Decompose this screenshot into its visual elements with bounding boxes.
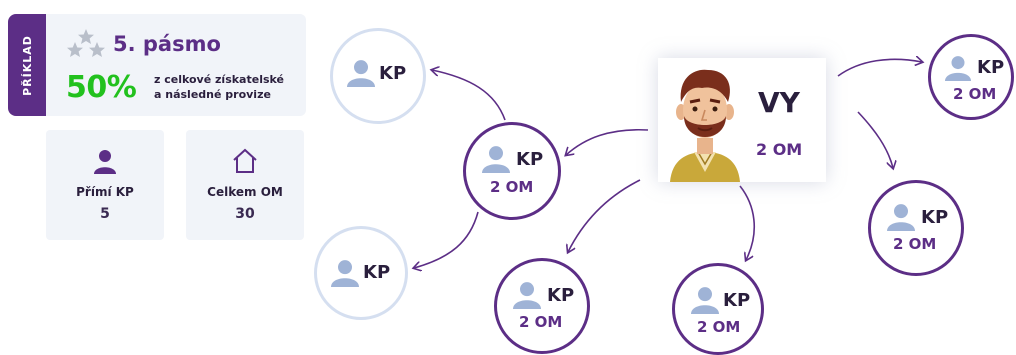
kp-label: KP (921, 207, 949, 228)
example-tab: PŘÍKLAD (8, 14, 46, 116)
house-icon (186, 148, 304, 174)
person-icon (347, 60, 375, 87)
you-om: 2 OM (756, 140, 803, 159)
you-label: VY (758, 86, 800, 119)
om-label: 2 OM (893, 235, 937, 253)
kp-node-passive: KP (330, 28, 426, 124)
commission-percent: 50% (66, 70, 137, 105)
arrow-kp1-to-topleft (432, 70, 506, 121)
kp-node-passive: KP (314, 226, 408, 320)
stat-label: Celkem OM (207, 185, 283, 199)
kp-label: KP (547, 285, 575, 306)
stat-label: Přímí KP (76, 185, 134, 199)
arrow-kp1-to-bottomleft (414, 211, 479, 268)
person-icon (331, 260, 359, 287)
person-icon (513, 282, 541, 309)
zone-title: 5. pásmo (113, 32, 221, 56)
kp-node-active: KP 2 OM (494, 258, 590, 354)
stat-card-total: Celkem OM 30 (186, 130, 304, 240)
kp-label: KP (379, 63, 407, 84)
person-icon (887, 204, 915, 231)
arrow-you-to-kp1 (566, 128, 649, 155)
om-label: 2 OM (697, 318, 741, 336)
arrow-you-to-kp3 (739, 185, 756, 260)
avatar (670, 69, 740, 182)
kp-label: KP (723, 290, 751, 311)
kp-label: KP (363, 262, 391, 283)
commission-text-line2: a následné provize (154, 88, 271, 101)
kp-node-active: KP 2 OM (463, 122, 561, 220)
commission-description: z celkové získatelské a následné provize (154, 72, 304, 102)
stat-value: 5 (100, 206, 110, 222)
kp-node-active: KP 2 OM (868, 180, 964, 276)
person-icon (482, 146, 510, 173)
zone-card (46, 14, 306, 116)
commission-text-line1: z celkové získatelské (154, 73, 284, 86)
kp-node-active: KP 2 OM (672, 263, 764, 355)
om-label: 2 OM (953, 85, 997, 103)
kp-label: KP (977, 57, 1005, 78)
stat-value: 30 (235, 206, 255, 222)
stars-icon (67, 29, 105, 57)
arrow-you-to-kp2 (568, 179, 641, 252)
arrow-you-to-kp5 (837, 59, 922, 77)
person-icon (46, 148, 164, 174)
om-label: 2 OM (490, 178, 534, 196)
kp-node-active: KP 2 OM (928, 34, 1014, 120)
arrow-you-to-kp4 (857, 111, 893, 168)
person-icon (691, 287, 719, 314)
stat-card-direct: Přímí KP 5 (46, 130, 164, 240)
om-label: 2 OM (519, 313, 563, 331)
person-icon (945, 56, 971, 81)
kp-label: KP (516, 149, 544, 170)
